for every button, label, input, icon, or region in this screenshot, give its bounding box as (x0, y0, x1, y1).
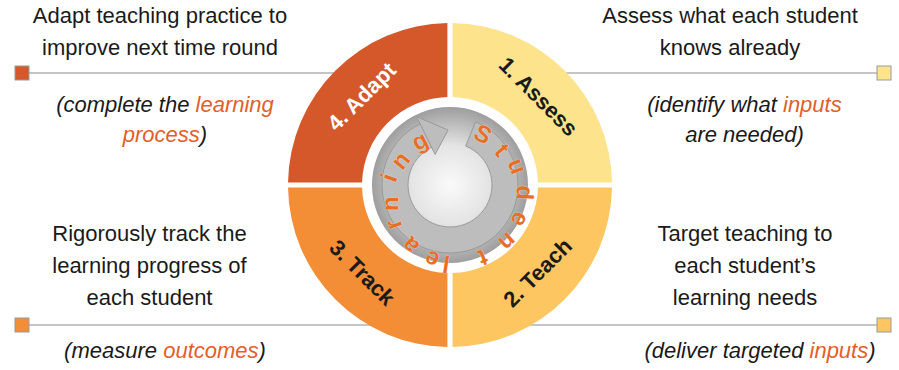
ring-letter: r (381, 216, 407, 233)
ring-letter: n (387, 147, 415, 173)
plain-text: ) (868, 338, 875, 363)
plain-text: (deliver targeted (644, 338, 809, 363)
plain-text: ) (200, 122, 207, 147)
ring-letter: i (377, 170, 402, 184)
ring-letter: n (378, 197, 402, 212)
plain-text: (complete the (56, 92, 195, 117)
highlight-word: inputs (783, 92, 842, 117)
note-text: (deliver targeted inputs) (630, 336, 890, 366)
hub-title: Student learning (370, 105, 530, 265)
ring-letter (459, 251, 468, 276)
ring-letter: a (396, 233, 423, 259)
ring-letter: t (475, 245, 491, 270)
learning-hub: Student learning (370, 105, 530, 265)
ring-letter: u (503, 155, 531, 177)
step-description: Rigorously track the learning progress o… (42, 218, 257, 314)
note-text: (complete the learning process) (15, 90, 315, 150)
step-description: Target teaching to each student’s learni… (645, 218, 845, 314)
ring-letter: l (441, 251, 451, 276)
note-text: (measure outcomes) (45, 336, 285, 366)
ring-letter: e (420, 246, 443, 273)
ring-letter: S (470, 120, 495, 149)
marker-square (877, 318, 891, 332)
highlight-word: outcomes (163, 338, 258, 363)
marker-square (15, 318, 29, 332)
marker-square (15, 66, 29, 80)
step-description: Assess what each student knows already (590, 0, 870, 64)
ring-letter: d (512, 185, 537, 201)
marker-square (877, 66, 891, 80)
plain-text: ) (259, 338, 266, 363)
leader-line (29, 72, 340, 73)
ring-letter: n (494, 228, 521, 256)
leader-line (528, 324, 877, 325)
plain-text: (measure (64, 338, 163, 363)
note-text: (identify what inputs are needed) (637, 90, 852, 150)
ring-letter: t (490, 139, 513, 161)
leader-line (29, 324, 372, 325)
ring-letter: e (506, 208, 533, 230)
plain-text: are needed) (685, 122, 804, 147)
leader-line (560, 72, 877, 73)
step-description: Adapt teaching practice to improve next … (10, 0, 310, 64)
hub-disk (371, 106, 529, 264)
ring-letter: g (408, 127, 432, 155)
highlight-word: inputs (810, 338, 869, 363)
plain-text: (identify what (647, 92, 783, 117)
